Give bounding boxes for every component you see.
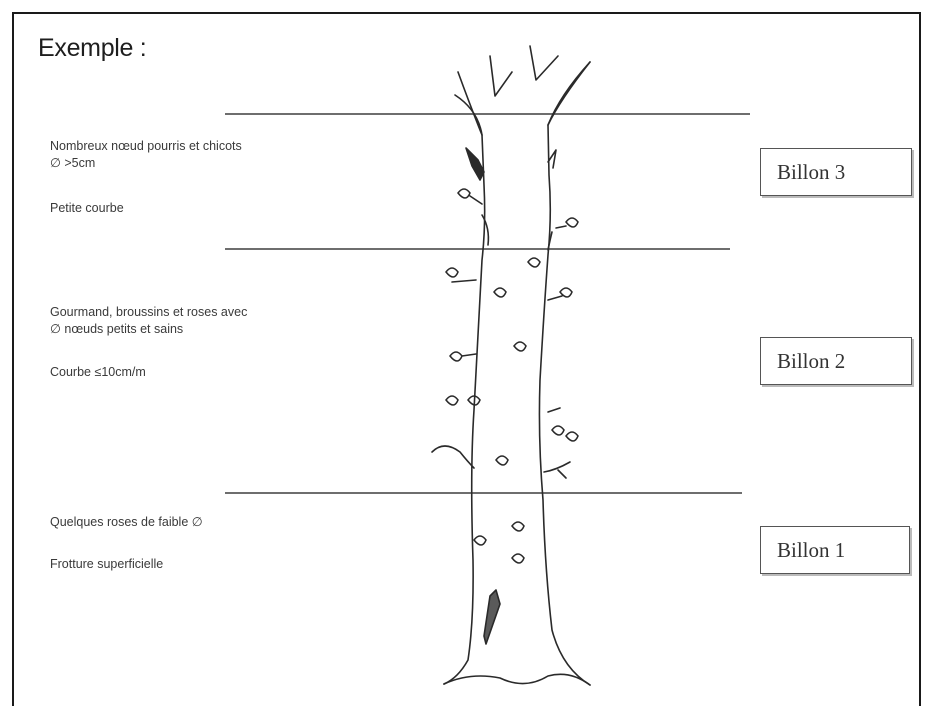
note-billon2-knots: ∅ nœuds petits et sains	[50, 321, 183, 338]
fork-right-branch	[548, 62, 590, 125]
branch-b2-right	[544, 462, 570, 478]
knot-b2-r1	[548, 288, 572, 300]
note-billon3-diameter: ∅ >5cm	[50, 155, 95, 172]
knot-b2-c3	[514, 342, 526, 351]
note-billon1-roses: Quelques roses de faible ∅	[50, 514, 203, 531]
note-billon2-curve: Courbe ≤10cm/m	[50, 364, 146, 381]
knot-b2-r2	[548, 408, 578, 441]
fork-left	[458, 72, 482, 135]
trunk-left-edge	[444, 95, 485, 684]
billon-2-label: Billon 2	[760, 337, 912, 385]
note-billon1-frotture: Frotture superficielle	[50, 556, 163, 573]
note-billon3-curve: Petite courbe	[50, 200, 124, 217]
knot-b2-l2	[450, 352, 476, 361]
tree-drawing	[432, 46, 590, 685]
chicot-top-left	[466, 148, 484, 180]
knot-b1-c2	[512, 554, 524, 563]
trunk-base	[444, 674, 590, 685]
billon-1-label: Billon 1	[760, 526, 910, 574]
knot-b3-left	[458, 189, 482, 204]
knot-b3-right	[556, 218, 578, 228]
note-billon3-defects: Nombreux nœud pourris et chicots	[50, 138, 242, 155]
knot-b2-c2	[494, 288, 506, 297]
knot-b1-c1	[512, 522, 524, 531]
knot-b2-c1	[528, 258, 540, 267]
knot-b2-l1	[446, 268, 476, 282]
frotture-mark	[484, 590, 500, 644]
billon-3-label: Billon 3	[760, 148, 912, 196]
fork-v-right	[530, 46, 558, 80]
fork-v-left	[490, 56, 512, 96]
knot-b1-l1	[474, 536, 486, 545]
knot-b2-c4	[496, 456, 508, 465]
branch-b2-left	[432, 446, 474, 468]
page-heading: Exemple :	[38, 34, 146, 63]
note-billon2-defects: Gourmand, broussins et roses avec	[50, 304, 247, 321]
trunk-right-edge	[539, 62, 590, 685]
